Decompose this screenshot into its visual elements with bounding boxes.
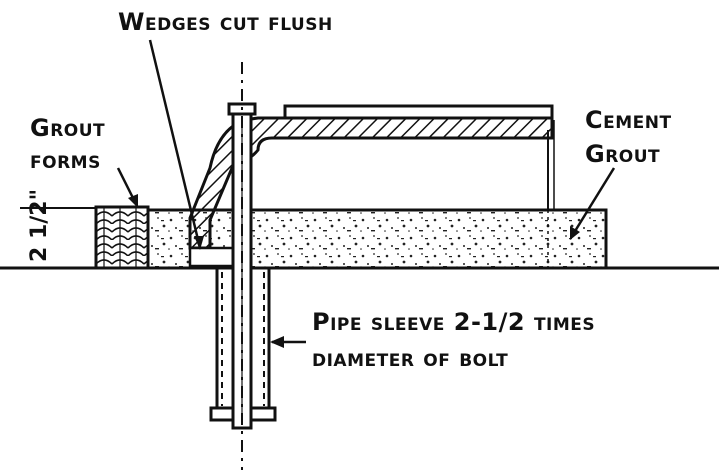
wedges-leader (148, 39, 202, 249)
cement-grout-leader (570, 167, 616, 237)
label-pipe-sleeve-1: Pipe sleeve 2-1/2 times (312, 308, 595, 336)
label-grout-forms-2: forms (30, 146, 101, 174)
label-cement-grout-1: Cement (585, 106, 672, 134)
label-pipe-sleeve-2: diameter of bolt (312, 344, 508, 372)
machine-base-outline (283, 104, 554, 118)
label-cement-grout-2: Grout (585, 140, 660, 168)
label-dimension: 2 1/2" (27, 189, 52, 262)
wedge (188, 246, 240, 268)
grout-form-block (94, 205, 150, 270)
label-grout-forms-1: Grout (30, 114, 105, 142)
label-wedges: Wedges cut flush (118, 8, 333, 36)
